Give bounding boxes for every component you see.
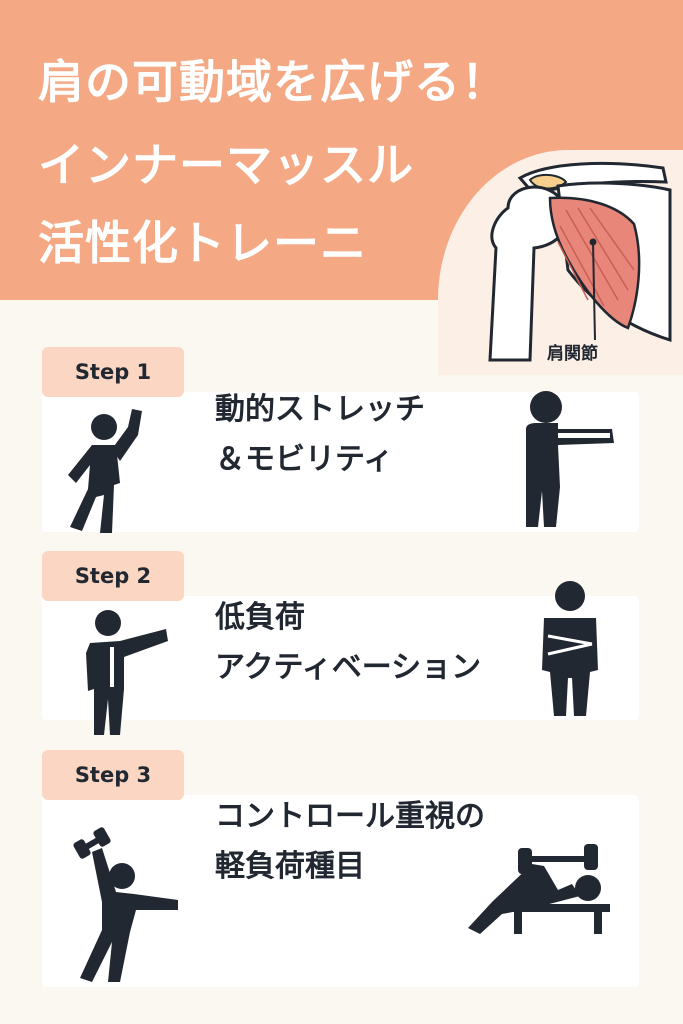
title-line-1: 肩の可動域を広げる！ [38,55,508,109]
dumbbell-press-figure-icon [73,827,178,982]
step-2-line-2: アクティベーション [215,650,482,685]
step-2-text: 低負荷 アクティベーション [215,593,481,693]
step-3-line-1: コントロール重視の [215,799,485,834]
arm-raise-figure-icon [68,409,142,533]
step-2-line-1: 低負荷 [215,600,305,635]
shoulder-joint-label: 肩関節 [547,344,598,364]
step-3-badge: Step 3 [42,750,184,800]
bench-press-figure-icon [468,844,610,934]
title-line-3: 活性化トレーニ [38,216,367,270]
step-2-card [42,596,639,720]
title-line-2: インナーマッスル [38,138,414,192]
step-1-line-1: 動的ストレッチ [215,392,425,427]
step-3-line-2: 軽負荷種目 [215,849,365,884]
arms-crossed-figure-icon [542,581,598,716]
step-2-badge: Step 2 [42,551,184,601]
arm-point-figure-icon [86,610,168,735]
step-1-line-2: ＆モビリティ [215,442,394,477]
step-1-text: 動的ストレッチ ＆モビリティ [215,385,425,485]
shoulder-joint-illustration [438,150,683,375]
step-1-badge: Step 1 [42,347,184,397]
arm-extend-figure-icon [526,391,614,527]
step-3-text: コントロール重視の 軽負荷種目 [215,792,485,892]
